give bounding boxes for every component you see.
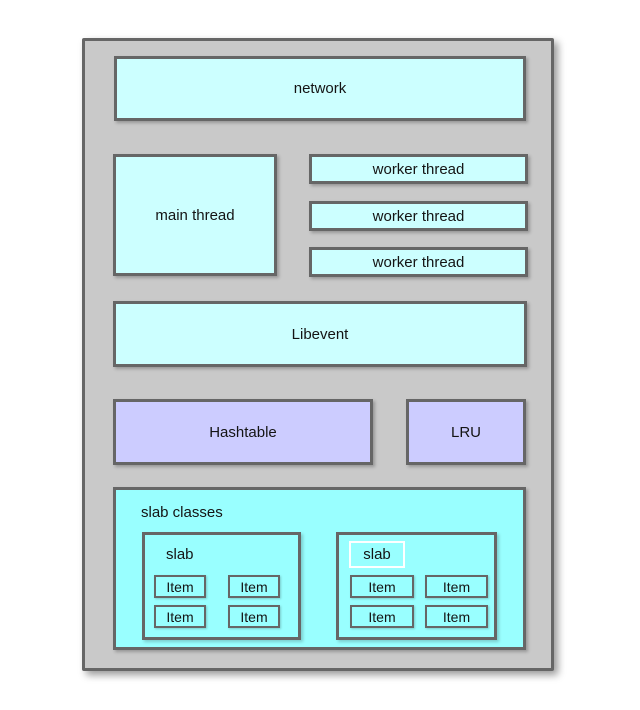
item-label: Item <box>240 578 268 595</box>
item-label: Item <box>166 578 194 595</box>
slab-classes-label: slab classes <box>141 504 223 521</box>
worker-thread-box-1: worker thread <box>309 154 528 184</box>
slab-box-1: slab Item Item Item Item <box>142 532 301 640</box>
item-box: Item <box>154 605 206 628</box>
item-label: Item <box>442 608 471 625</box>
item-box: Item <box>228 605 280 628</box>
slab-box-2: slab Item Item Item Item <box>336 532 497 640</box>
lru-box: LRU <box>406 399 526 465</box>
item-label: Item <box>368 578 396 595</box>
network-box: network <box>114 56 526 121</box>
slab-classes-box: slab classes slab Item Item Item Item sl… <box>113 487 526 650</box>
worker-thread-label: worker thread <box>372 160 465 178</box>
worker-thread-label: worker thread <box>372 207 465 225</box>
main-thread-label: main thread <box>155 206 235 224</box>
item-box: Item <box>154 575 206 598</box>
item-box: Item <box>425 605 488 628</box>
hashtable-label: Hashtable <box>209 423 277 441</box>
lru-label: LRU <box>450 423 481 441</box>
hashtable-box: Hashtable <box>113 399 373 465</box>
item-box: Item <box>425 575 488 598</box>
worker-thread-box-3: worker thread <box>309 247 528 277</box>
slab-label: slab <box>166 546 194 563</box>
item-box: Item <box>350 575 414 598</box>
libevent-box: Libevent <box>113 301 527 367</box>
item-box: Item <box>228 575 280 598</box>
item-label: Item <box>166 608 194 625</box>
main-thread-box: main thread <box>113 154 277 276</box>
item-box: Item <box>350 605 414 628</box>
slab-label-highlighted: slab <box>349 541 405 568</box>
libevent-label: Libevent <box>291 325 349 343</box>
memcached-architecture-container: network main thread worker thread worker… <box>82 38 554 671</box>
item-label: Item <box>368 608 396 625</box>
item-label: Item <box>240 608 268 625</box>
worker-thread-label: worker thread <box>372 253 465 271</box>
item-label: Item <box>442 578 471 595</box>
network-label: network <box>293 80 347 97</box>
worker-thread-box-2: worker thread <box>309 201 528 231</box>
